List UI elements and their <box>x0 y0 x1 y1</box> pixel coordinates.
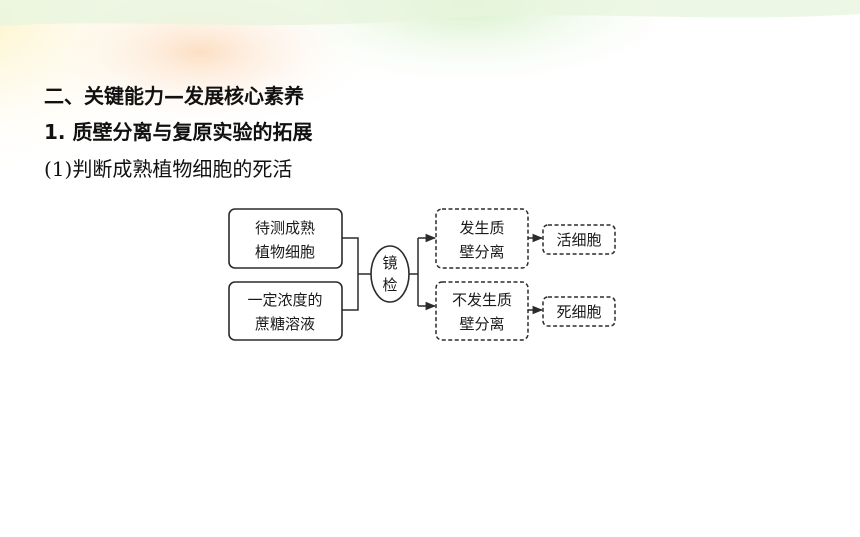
merge-connector <box>342 237 371 311</box>
outcome-2-line1: 不发生质 <box>452 291 512 309</box>
input-box-solution-line1: 一定浓度的 <box>247 291 322 309</box>
section-title: 二、关键能力—发展核心素养 <box>44 84 304 108</box>
input-box-solution <box>228 281 343 341</box>
check-label-line2: 检 <box>382 276 397 294</box>
outcome-2-line2: 壁分离 <box>459 315 504 333</box>
check-label-line1: 镜 <box>382 254 397 272</box>
result-box-living <box>542 224 616 255</box>
outcome-1-line2: 壁分离 <box>459 243 504 261</box>
split-connector <box>409 238 419 306</box>
outcome-box-no-plasmolysis <box>435 281 529 341</box>
outcome-1-line1: 发生质 <box>459 219 504 237</box>
result-box-dead <box>542 296 616 327</box>
result-living-label: 活细胞 <box>556 231 601 249</box>
input-box-cell-line2: 植物细胞 <box>255 243 315 261</box>
input-box-cell-line1: 待测成熟 <box>255 219 315 237</box>
subsection-title: 1. 质壁分离与复原实验的拓展 <box>44 120 313 144</box>
item-title: (1)判断成熟植物细胞的死活 <box>44 157 293 181</box>
input-box-solution-line2: 蔗糖溶液 <box>255 315 315 333</box>
result-dead-label: 死细胞 <box>556 303 601 321</box>
